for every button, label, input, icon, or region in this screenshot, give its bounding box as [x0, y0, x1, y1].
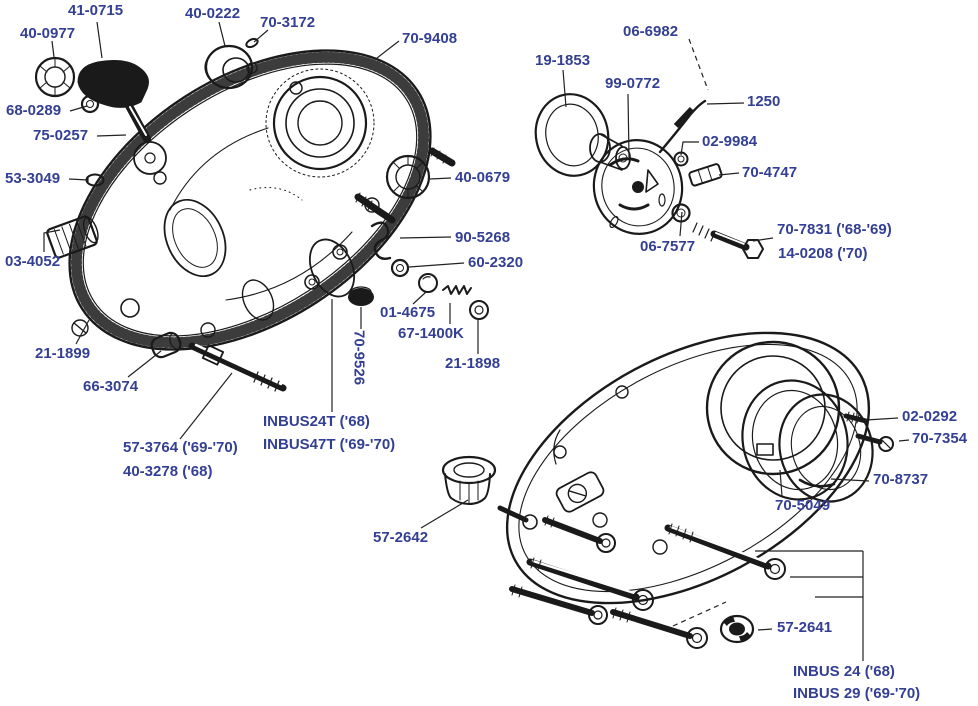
ball-01-4675-drawing [418, 273, 438, 293]
part-label-68-0289: 68-0289 [6, 102, 62, 119]
clip-90-5268-drawing [370, 221, 392, 261]
needle-bearing-03-4052-drawing [46, 215, 99, 259]
part-label-02-9984: 02-9984 [702, 133, 758, 150]
part-label-41-0715: 41-0715 [68, 2, 124, 19]
part-label-06-7577: 06-7577 [640, 238, 696, 255]
part-label-70-8737: 70-8737 [873, 471, 929, 488]
leader-lines [43, 21, 910, 661]
part-label-66-3074: 66-3074 [83, 378, 139, 395]
part-label-21-1898: 21-1898 [445, 355, 501, 372]
part-label-70-5049: 70-5049 [775, 497, 831, 514]
part-label-70-9408: 70-9408 [402, 30, 458, 47]
part-label-03-4052: 03-4052 [5, 253, 61, 270]
bearing-cup-40-0222-drawing [204, 44, 254, 90]
part-label-inbus47t: INBUS47T ('69-'70) [263, 436, 396, 453]
inbus-bolts-drawing [509, 515, 786, 649]
grommet-40-0977-drawing [34, 56, 76, 98]
outer-cover-drawing [497, 331, 871, 605]
cover-plate-70-8737-drawing [778, 393, 874, 503]
pin-70-3172-drawing [245, 37, 259, 49]
nut-57-2641-drawing [719, 614, 755, 644]
part-label-70-9526: 70-9526 [350, 330, 368, 386]
part-label-70-7831: 70-7831 ('68-'69) [777, 221, 892, 238]
part-label-01-4675: 01-4675 [380, 304, 436, 321]
points-plate-99-0772-drawing [592, 139, 684, 235]
part-label-99-0772: 99-0772 [605, 75, 661, 92]
spring-67-1400K-drawing [442, 285, 472, 295]
part-label-40-0679: 40-0679 [455, 169, 511, 186]
part-label-57-2641: 57-2641 [777, 619, 833, 636]
pin-75-0257-drawing [124, 100, 151, 143]
crankcase-drawing [68, 49, 432, 351]
part-label-75-0257: 75-0257 [33, 127, 89, 144]
washer-60-2320-drawing [390, 258, 410, 278]
bolt-70-7831-drawing [692, 222, 764, 259]
part-label-70-3172: 70-3172 [260, 14, 316, 31]
part-label-40-3278: 40-3278 ('68) [123, 463, 213, 480]
part-label-53-3049: 53-3049 [5, 170, 61, 187]
stud-57-3764-drawing [188, 342, 287, 392]
part-label-inbus29: INBUS 29 ('69-'70) [793, 685, 921, 702]
auto-advance-19-1853-drawing [534, 93, 631, 177]
part-label-1250: 1250 [747, 93, 781, 110]
part-label-90-5268: 90-5268 [455, 229, 511, 246]
rubber-boot-41-0715-drawing [77, 60, 149, 108]
inner-ring-70-5049-drawing [741, 379, 849, 501]
part-label-inbus24: INBUS 24 ('68) [793, 663, 895, 680]
stud-02-0292-drawing [843, 411, 869, 424]
part-label-02-0292: 02-0292 [902, 408, 958, 425]
part-label-40-0977: 40-0977 [20, 25, 76, 42]
part-label-14-0208: 14-0208 ('70) [778, 245, 868, 262]
nut-66-3074-drawing [150, 331, 182, 359]
o-ring-68-0289-drawing [80, 94, 100, 114]
bearing-40-0679-drawing [385, 147, 456, 200]
part-label-67-1400K: 67-1400K [398, 325, 464, 342]
part-label-70-4747: 70-4747 [742, 164, 798, 181]
bolt-70-7354-drawing [855, 433, 894, 452]
part-label-19-1853: 19-1853 [535, 52, 591, 69]
wire-1250-drawing [658, 99, 707, 154]
part-label-57-3764: 57-3764 ('69-'70) [123, 439, 238, 456]
part-label-60-2320: 60-2320 [468, 254, 524, 271]
part-label-40-0222: 40-0222 [185, 5, 241, 22]
cap-70-9526-drawing [348, 286, 374, 306]
part-label-06-6982: 06-6982 [623, 23, 679, 40]
part-label-21-1899: 21-1899 [35, 345, 91, 362]
part-label-inbus24t: INBUS24T ('68) [263, 413, 370, 430]
adjuster-70-4747-drawing [688, 163, 723, 187]
bush-57-2642-drawing [441, 455, 497, 505]
screw-21-1898-drawing [469, 300, 489, 320]
part-label-57-2642: 57-2642 [373, 529, 429, 546]
stud-on-case-drawing [354, 192, 396, 224]
part-label-70-7354: 70-7354 [912, 430, 968, 447]
